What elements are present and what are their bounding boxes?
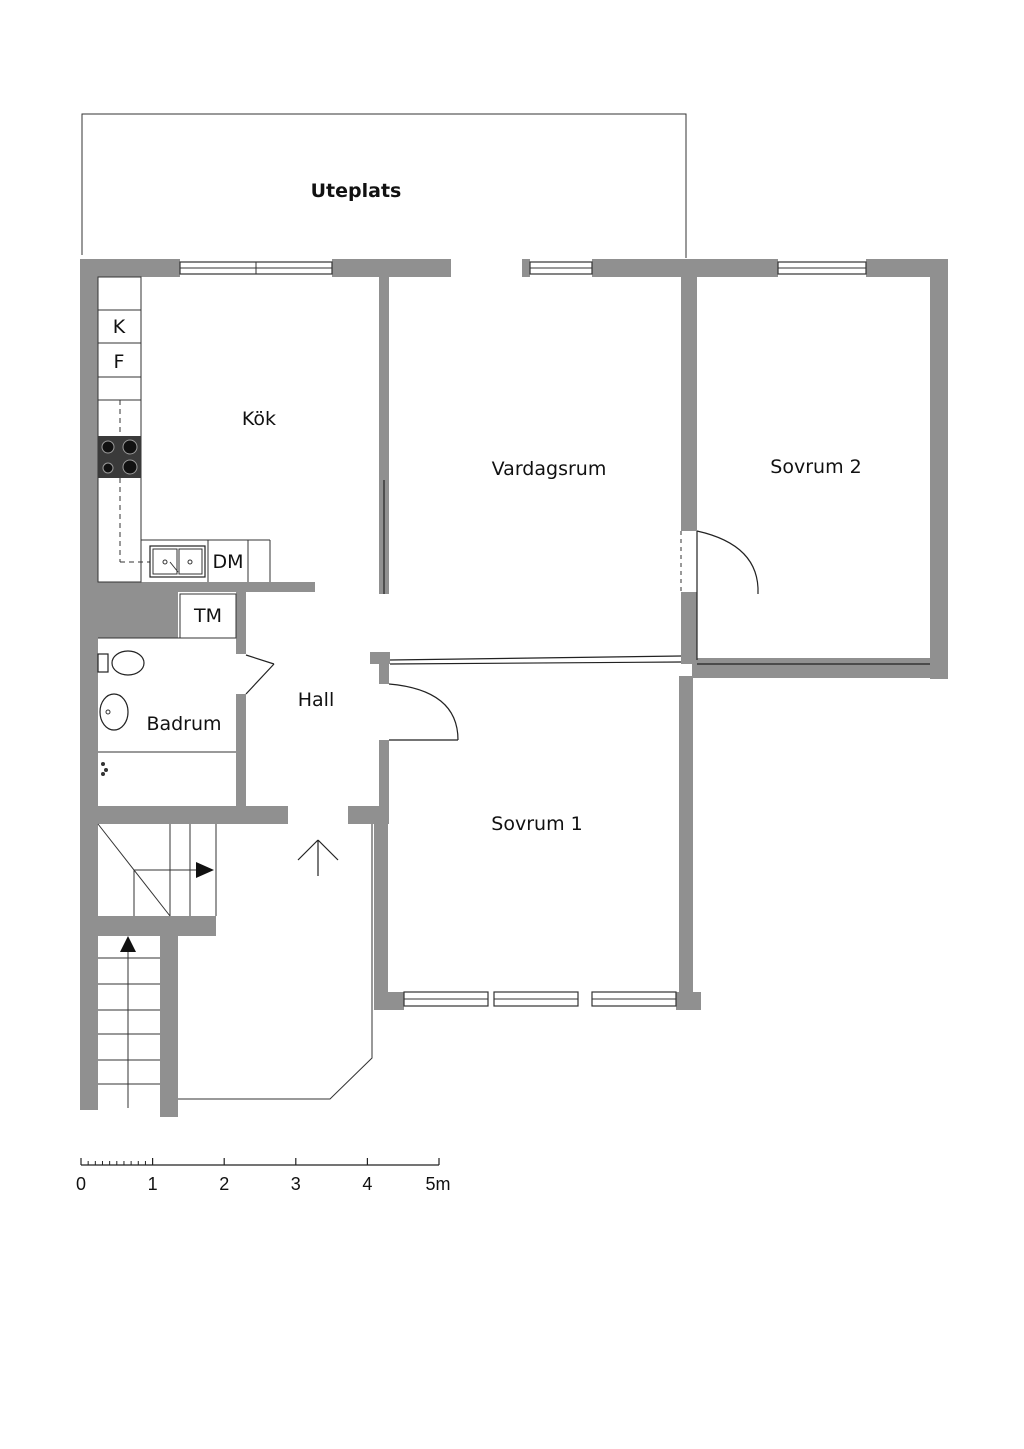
- dishwasher-label: DM: [212, 551, 243, 573]
- room-label-living-room: Vardagsrum: [492, 458, 607, 480]
- washbasin-icon: [99, 693, 129, 731]
- stairs-arrow-icon: [196, 862, 214, 878]
- walls: [80, 259, 948, 1117]
- partitions: [383, 480, 930, 665]
- stairs-up-arrow-icon: [120, 936, 136, 952]
- scale-tick-label: 2: [219, 1174, 229, 1194]
- sink-icon: [149, 545, 206, 578]
- room-label-bathroom: Badrum: [146, 713, 221, 735]
- freezer-label: F: [114, 351, 125, 373]
- entrance-arrow-icon: [297, 839, 339, 876]
- scale-tick-label: 1: [148, 1174, 158, 1194]
- laundry-closet: TM: [179, 593, 237, 639]
- fridge-label: K: [113, 316, 126, 338]
- doors: [388, 530, 759, 741]
- kitchen-fixtures: K F DM: [97, 276, 271, 583]
- room-label-bedroom-1: Sovrum 1: [491, 813, 582, 835]
- room-label-bedroom-2: Sovrum 2: [770, 456, 861, 478]
- windows: [179, 261, 867, 1007]
- bathroom-fixtures: [97, 637, 275, 776]
- scale-bar: 0 1 2 3 4 5m: [76, 1158, 451, 1194]
- scale-tick-label: 0: [76, 1174, 86, 1194]
- stairs: [97, 823, 373, 1108]
- scale-tick-label: 4: [362, 1174, 372, 1194]
- room-label-kitchen: Kök: [242, 408, 276, 430]
- shower-icon: [101, 762, 108, 776]
- washing-machine-label: TM: [193, 605, 222, 627]
- toilet-icon: [97, 650, 145, 676]
- room-label-hall: Hall: [298, 689, 335, 711]
- scale-tick-label: 3: [291, 1174, 301, 1194]
- scale-tick-label: 5m: [425, 1174, 450, 1194]
- terrace: Uteplats: [81, 113, 687, 258]
- terrace-label: Uteplats: [311, 180, 402, 202]
